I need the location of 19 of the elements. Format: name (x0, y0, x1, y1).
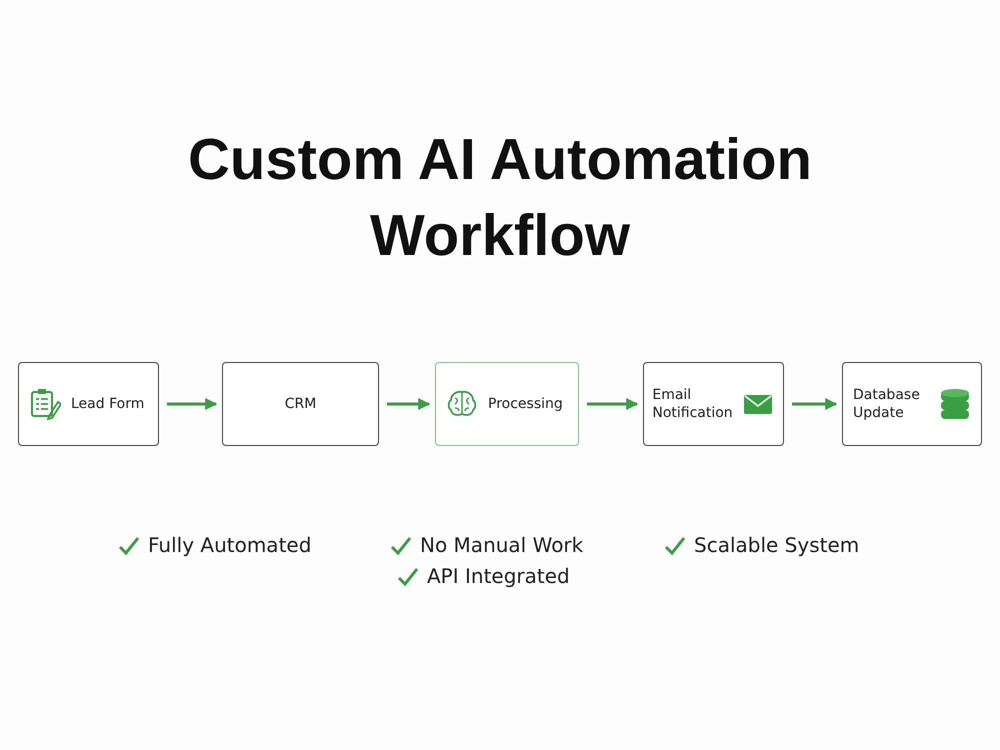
arrow (387, 398, 430, 410)
process-box (222, 362, 379, 446)
arrow (792, 398, 838, 410)
arrow (167, 398, 218, 410)
node-label: CRM (284, 395, 316, 413)
process-box (643, 362, 784, 446)
arrow (587, 398, 638, 410)
process-box (18, 362, 159, 446)
process-box (842, 362, 982, 446)
feature-label: Scalable System (694, 533, 860, 557)
node-label: Database Update (853, 386, 921, 422)
feature-label: API Integrated (427, 564, 570, 588)
node-label: Processing (488, 395, 563, 413)
feature-label: No Manual Work (420, 533, 584, 557)
process-box (435, 362, 579, 446)
node-label: Email Notification (652, 386, 733, 422)
node-label: Lead Form (71, 395, 144, 413)
title: Custom AI Automation Workflow (187, 126, 813, 270)
feature-label: Fully Automated (148, 533, 312, 557)
